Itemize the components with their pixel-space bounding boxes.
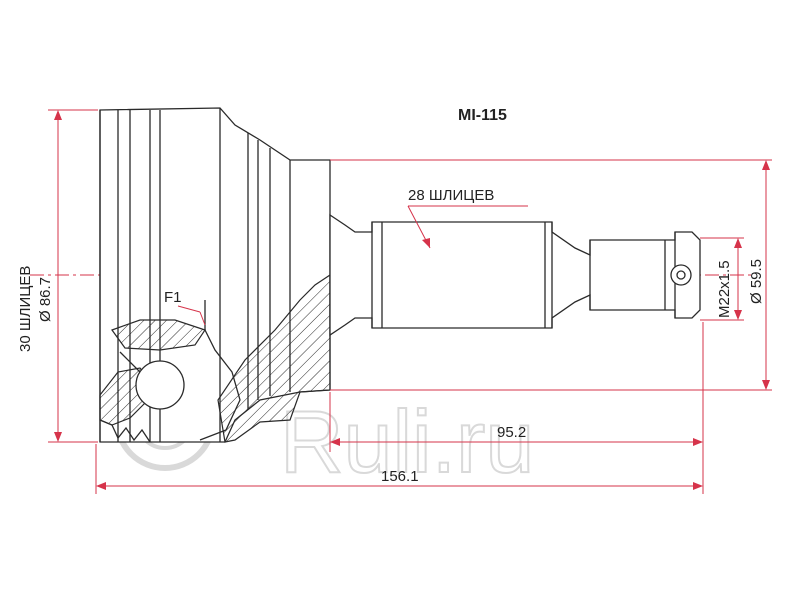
dimension-length-total: 156.1: [95, 444, 704, 494]
dimension-length-shaft: 95.2: [329, 322, 704, 452]
length-shaft-label: 95.2: [497, 424, 526, 441]
inner-race-ball: [119, 300, 241, 441]
inner-splines-label: 28 ШЛИЦЕВ: [408, 187, 494, 204]
dimension-shaft-diameter: Ø 59.5: [330, 159, 772, 391]
dimension-outer-diameter: 30 ШЛИЦЕВ Ø 86.7: [17, 109, 98, 443]
f1-label: F1: [164, 289, 182, 306]
shaft-diameter-label: Ø 59.5: [748, 259, 765, 304]
length-total-label: 156.1: [381, 468, 419, 485]
outer-splines-label: 30 ШЛИЦЕВ: [17, 266, 34, 352]
dimension-thread: M22x1.5: [700, 237, 744, 321]
part-number-title: MI-115: [458, 107, 507, 124]
f1-callout: F1: [164, 289, 206, 326]
outer-diameter-label: Ø 86.7: [37, 277, 54, 322]
stub-shaft: [329, 213, 701, 337]
dimension-inner-splines: 28 ШЛИЦЕВ: [407, 187, 528, 249]
thread-label: M22x1.5: [716, 260, 733, 318]
